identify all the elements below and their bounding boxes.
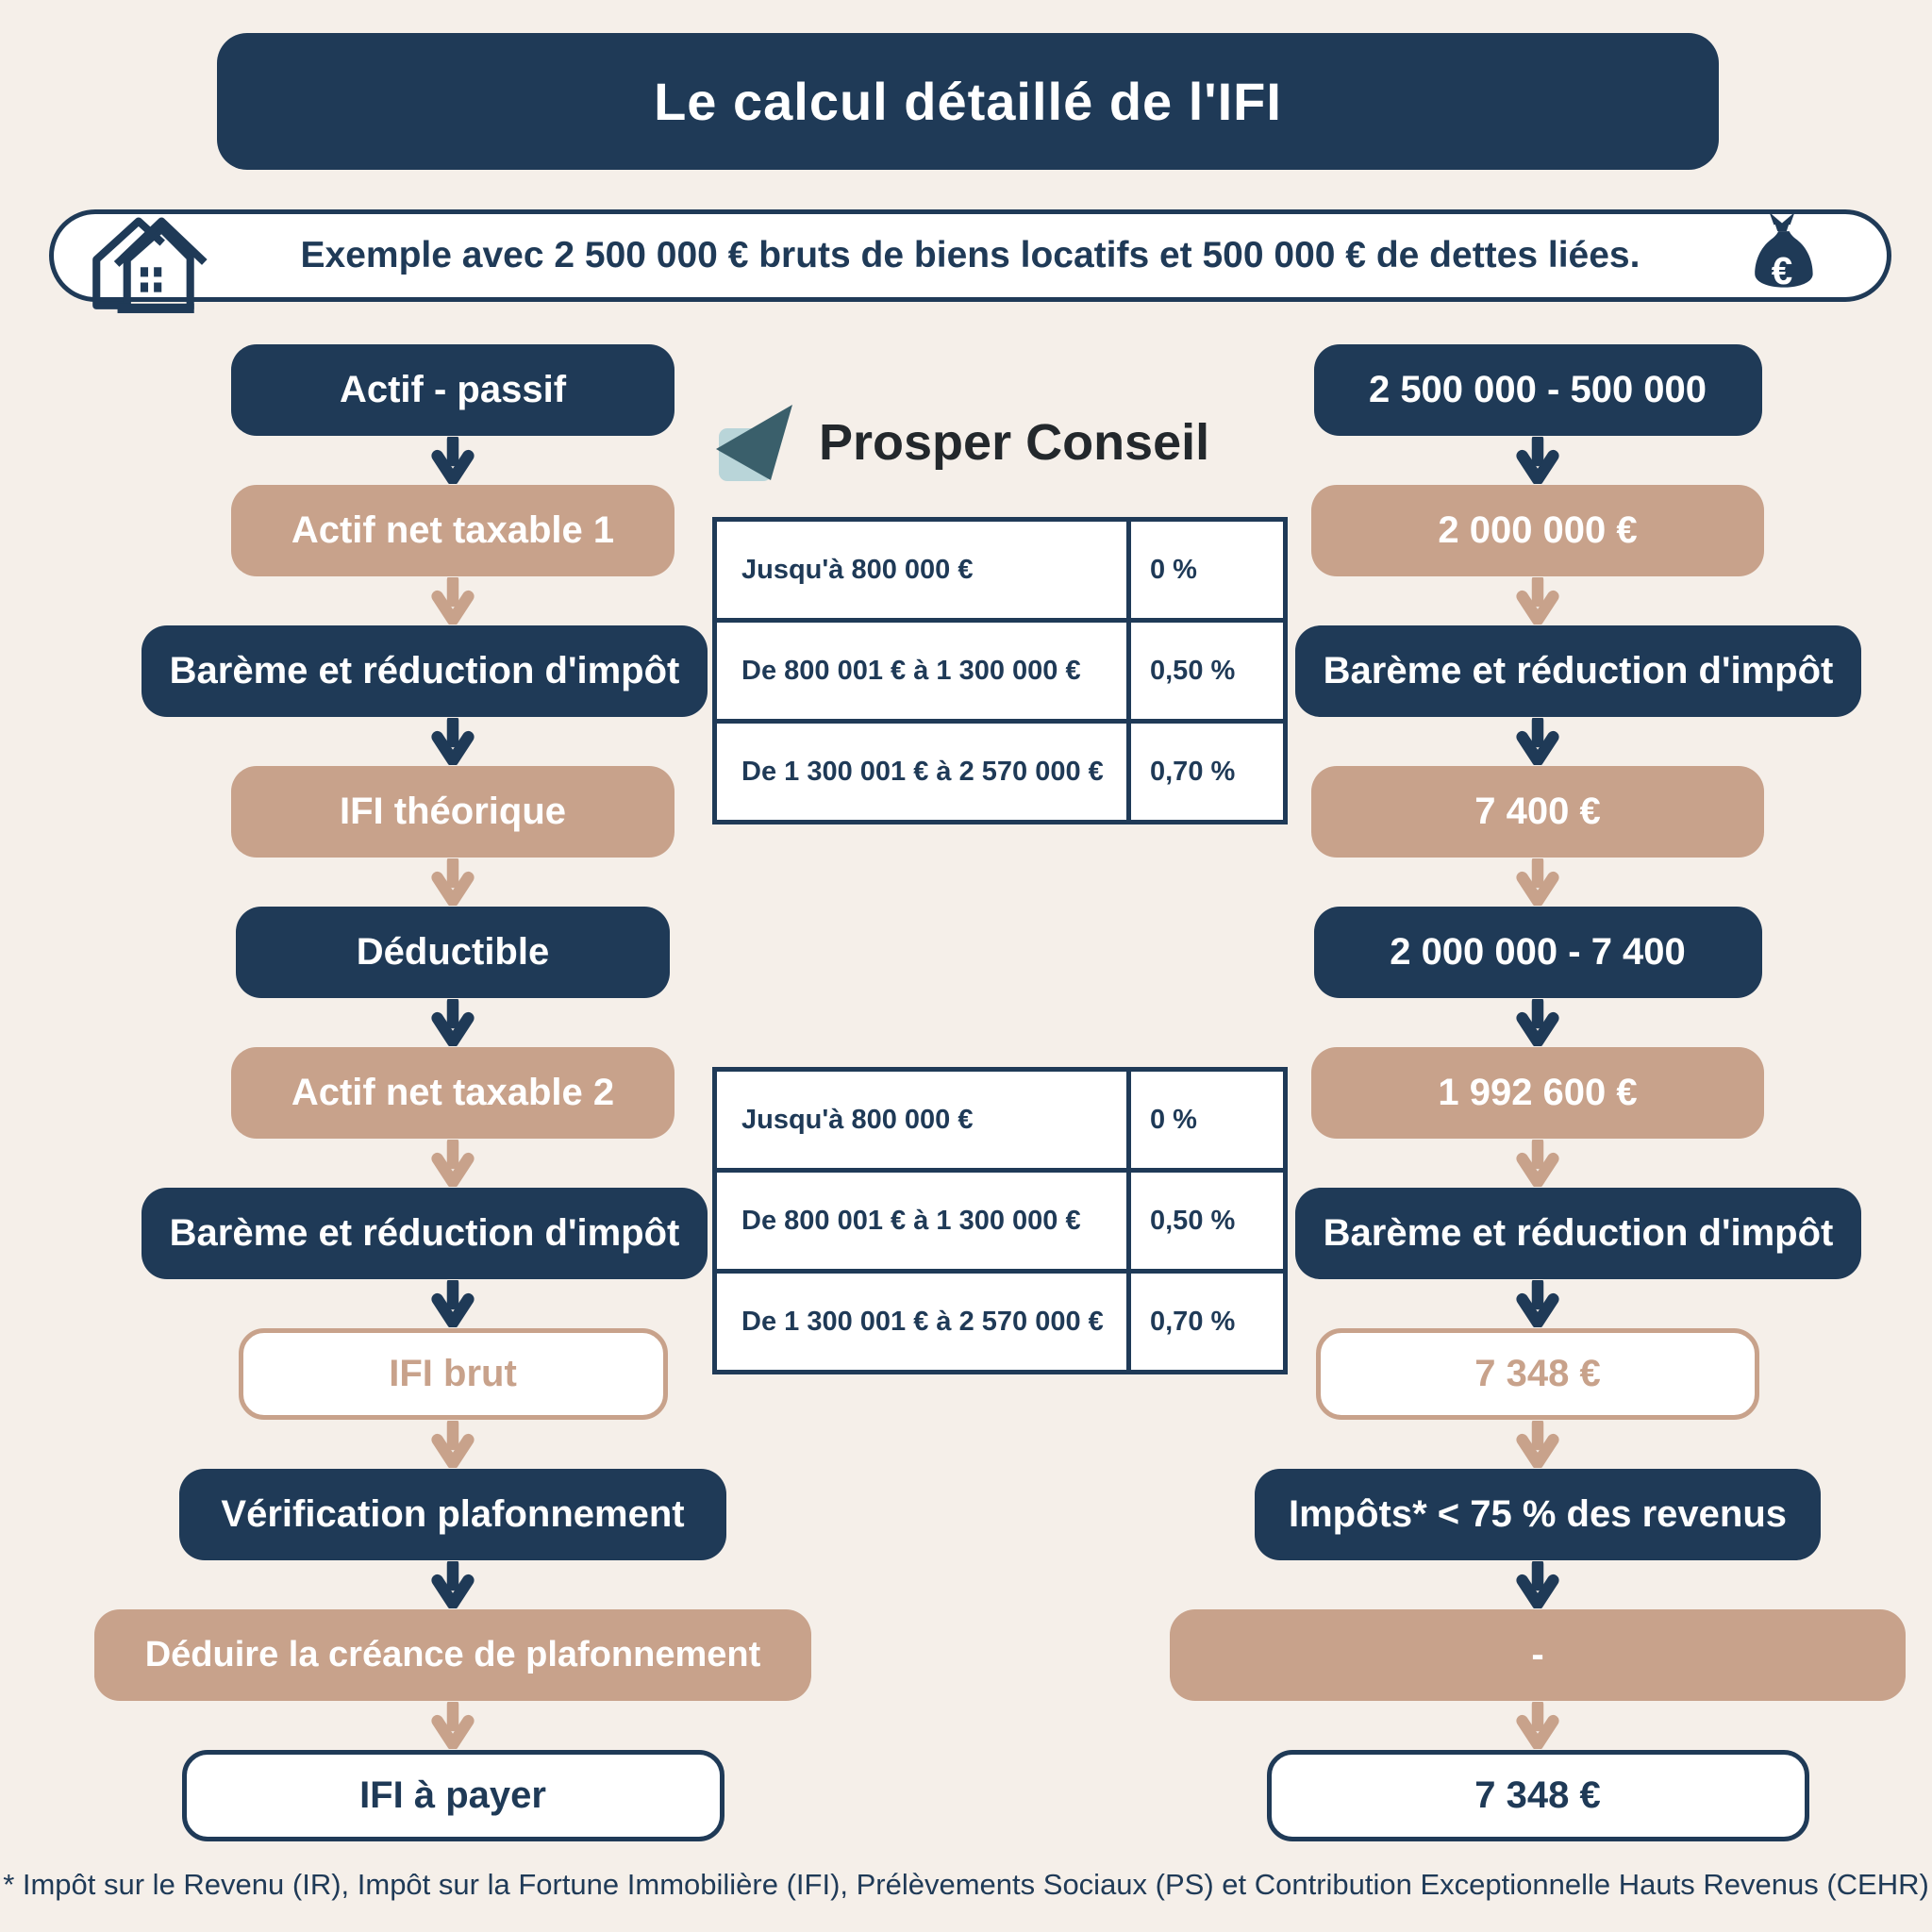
arrow-down-tan: [431, 1139, 475, 1188]
box-result-1992600: 1 992 600 €: [1311, 1047, 1764, 1139]
arrow-down-tan: [1516, 1701, 1559, 1750]
money-bag-icon: €: [1755, 211, 1813, 292]
bareme-table-1: Jusqu'à 800 000 € 0 % De 800 001 € à 1 3…: [712, 517, 1288, 824]
box-result-7348-brut: 7 348 €: [1316, 1328, 1759, 1420]
box-result-7348-final: 7 348 €: [1266, 1750, 1809, 1841]
arrow-down-tan: [431, 858, 475, 907]
table-row: De 1 300 001 € à 2 570 000 € 0,70 %: [712, 1269, 1288, 1374]
table-row: De 800 001 € à 1 300 000 € 0,50 %: [712, 618, 1288, 724]
box-actif-net-taxable-2: Actif net taxable 2: [231, 1047, 675, 1139]
box-deductible: Déductible: [236, 907, 670, 998]
arrow-down-navy: [1516, 998, 1559, 1047]
box-bareme-reduction-right-2: Barème et réduction d'impôt: [1295, 1188, 1861, 1279]
bracket-rate: 0 %: [1126, 517, 1288, 623]
table-row: Jusqu'à 800 000 € 0 %: [712, 517, 1288, 623]
bracket-rate: 0 %: [1126, 1067, 1288, 1173]
logo-text: Prosper Conseil: [819, 414, 1210, 471]
title-bar: Le calcul détaillé de l'IFI: [217, 33, 1719, 170]
flow-column-values: 2 500 000 - 500 000 2 000 000 € Barème e…: [1158, 344, 1917, 1841]
box-calc-2000000-7400: 2 000 000 - 7 400: [1313, 907, 1762, 998]
box-bareme-reduction-2: Barème et réduction d'impôt: [142, 1188, 708, 1279]
arrow-down-navy: [431, 1279, 475, 1328]
bracket-rate: 0,70 %: [1126, 1269, 1288, 1374]
table-row: De 800 001 € à 1 300 000 € 0,50 %: [712, 1168, 1288, 1274]
bracket-rate: 0,50 %: [1126, 1168, 1288, 1274]
arrow-down-navy: [431, 717, 475, 766]
arrow-down-tan: [431, 1701, 475, 1750]
prosper-conseil-logo: Prosper Conseil: [713, 402, 1209, 483]
arrow-down-navy: [1516, 1279, 1559, 1328]
box-bareme-reduction-1: Barème et réduction d'impôt: [142, 625, 708, 717]
arrow-down-tan: [1516, 576, 1559, 625]
arrow-down-navy: [431, 1560, 475, 1609]
bracket-range: Jusqu'à 800 000 €: [712, 1067, 1131, 1173]
box-actif-net-taxable-1: Actif net taxable 1: [231, 485, 675, 576]
arrow-down-tan: [1516, 858, 1559, 907]
table-row: De 1 300 001 € à 2 570 000 € 0,70 %: [712, 719, 1288, 824]
flow-column-steps: Actif - passif Actif net taxable 1 Barèm…: [83, 344, 823, 1841]
arrow-down-navy: [431, 436, 475, 485]
box-result-7400: 7 400 €: [1311, 766, 1764, 858]
arrow-down-navy: [1516, 1560, 1559, 1609]
arrow-down-tan: [1516, 1139, 1559, 1188]
box-result-dash: -: [1170, 1609, 1906, 1701]
box-bareme-reduction-right-1: Barème et réduction d'impôt: [1295, 625, 1861, 717]
footnote: * Impôt sur le Revenu (IR), Impôt sur la…: [3, 1868, 1929, 1901]
box-actif-passif: Actif - passif: [231, 344, 675, 436]
box-deduire-creance: Déduire la créance de plafonnement: [94, 1609, 811, 1701]
box-condition-impots-75: Impôts* < 75 % des revenus: [1255, 1469, 1821, 1560]
box-calc-2500000-500000: 2 500 000 - 500 000: [1313, 344, 1762, 436]
box-ifi-brut: IFI brut: [238, 1328, 668, 1420]
example-banner: Exemple avec 2 500 000 € bruts de biens …: [49, 209, 1891, 302]
arrow-down-navy: [431, 998, 475, 1047]
bracket-rate: 0,50 %: [1126, 618, 1288, 724]
box-ifi-a-payer: IFI à payer: [181, 1750, 724, 1841]
prosper-conseil-logo-icon: [713, 402, 794, 483]
arrow-down-tan: [431, 1420, 475, 1469]
house-icon: [92, 217, 208, 313]
bracket-range: De 1 300 001 € à 2 570 000 €: [712, 1269, 1131, 1374]
money-bag-euro-symbol: €: [1772, 249, 1792, 292]
example-banner-text: Exemple avec 2 500 000 € bruts de biens …: [300, 235, 1641, 275]
logo-paper-plane-icon: [716, 405, 792, 480]
bracket-range: De 800 001 € à 1 300 000 €: [712, 1168, 1131, 1274]
page-title: Le calcul détaillé de l'IFI: [654, 72, 1282, 131]
bracket-range: De 1 300 001 € à 2 570 000 €: [712, 719, 1131, 824]
bracket-range: Jusqu'à 800 000 €: [712, 517, 1131, 623]
box-verification-plafonnement: Vérification plafonnement: [179, 1469, 726, 1560]
box-ifi-theorique: IFI théorique: [231, 766, 675, 858]
arrow-down-navy: [1516, 436, 1559, 485]
bareme-table-2: Jusqu'à 800 000 € 0 % De 800 001 € à 1 3…: [712, 1067, 1288, 1374]
table-row: Jusqu'à 800 000 € 0 %: [712, 1067, 1288, 1173]
bracket-range: De 800 001 € à 1 300 000 €: [712, 618, 1131, 724]
bracket-rate: 0,70 %: [1126, 719, 1288, 824]
box-result-2000000: 2 000 000 €: [1311, 485, 1764, 576]
arrow-down-tan: [431, 576, 475, 625]
arrow-down-navy: [1516, 717, 1559, 766]
arrow-down-tan: [1516, 1420, 1559, 1469]
